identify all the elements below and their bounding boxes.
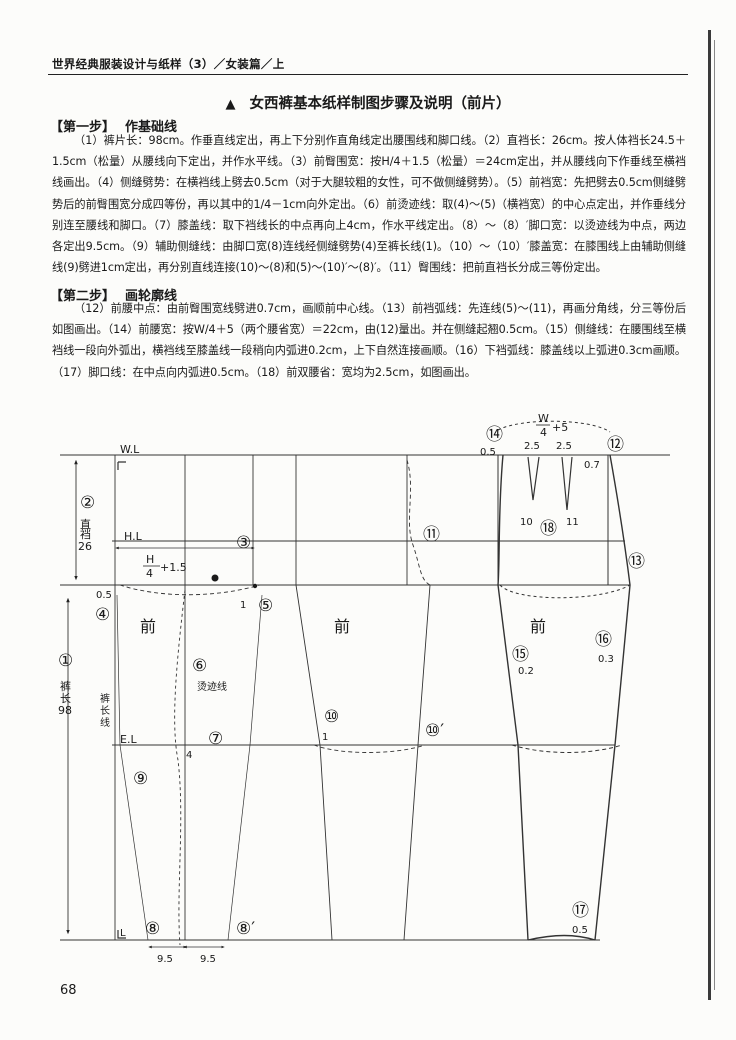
svg-text:98: 98 — [58, 704, 72, 717]
leg-guides — [116, 594, 263, 941]
marker-8: ⑧ — [145, 919, 160, 939]
panel3-lines — [497, 420, 631, 941]
marker-14: ⑭ — [486, 425, 503, 445]
scan-edge-bar — [708, 30, 711, 1000]
marker-10-prime: ⑩′ — [425, 721, 444, 741]
step2-paragraph: （12）前腰中点：由前臀围宽线劈进0.7cm，画顺前中心线。（13）前裆弧线：先… — [52, 302, 686, 379]
svg-text:4: 4 — [540, 426, 547, 439]
marker-2: ② — [80, 493, 95, 513]
step2-heading-bracket: 【第二步】 — [50, 289, 116, 304]
svg-text:0.5: 0.5 — [572, 925, 588, 936]
svg-text:线: 线 — [100, 716, 110, 729]
step1-paragraph: （1）裤片长：98cm。作垂直线定出，再上下分别作直角线定出腰围线和脚口线。（2… — [52, 134, 686, 275]
svg-text:2.5: 2.5 — [556, 441, 572, 452]
crease-dashed-curve — [174, 589, 186, 946]
svg-text:0.3: 0.3 — [598, 654, 614, 665]
step1-heading: 【第一步】作基础线 — [50, 116, 177, 135]
svg-text:1: 1 — [322, 732, 328, 743]
marker-4: ④ — [95, 605, 110, 625]
svg-text:裆: 裆 — [80, 528, 91, 541]
panel2-labels: 前 ⑪ ⑩ ⑩′ 1 — [322, 525, 444, 743]
svg-text:0.7: 0.7 — [584, 460, 600, 471]
svg-text:2.5: 2.5 — [524, 441, 540, 452]
page-number: 68 — [60, 983, 77, 998]
page-title-text: 女西裤基本纸样制图步骤及说明（前片） — [249, 96, 511, 112]
marker-3: ③ — [236, 533, 251, 553]
svg-text:裤: 裤 — [60, 679, 71, 693]
marker-17: ⑰ — [572, 901, 589, 921]
marker-12: ⑫ — [607, 435, 624, 455]
svg-text:4: 4 — [186, 750, 192, 761]
panel2-lines — [295, 455, 431, 941]
header-rule — [48, 74, 688, 75]
marker-18: ⑱ — [540, 519, 557, 539]
marker-10: ⑩ — [324, 707, 339, 727]
crotch-point-dot — [211, 574, 219, 582]
running-title: 世界经典服装设计与纸样（3）／女装篇／上 — [52, 57, 285, 71]
panel3-labels: 前 ⑭ ⑫ W 4 +5 0.5 2.5 2.5 0.7 10 11 ⑱ ⑬ ⑮… — [480, 412, 645, 936]
marker-7: ⑦ — [208, 729, 223, 749]
svg-text:W: W — [538, 412, 549, 425]
svg-text:长: 长 — [100, 705, 110, 717]
step2-heading-name: 画轮廓线 — [125, 289, 178, 304]
triangle-marker: ▲ — [225, 97, 236, 112]
waist-line-label: W.L — [120, 443, 140, 456]
marker-8-prime: ⑧′ — [236, 919, 255, 939]
front-label-2: 前 — [334, 617, 350, 636]
svg-text:烫迹线: 烫迹线 — [197, 680, 227, 693]
hip-line-label: H.L — [124, 530, 143, 543]
crotch-curve-dashed — [119, 584, 261, 596]
marker-11: ⑪ — [423, 525, 440, 545]
page-title: ▲ 女西裤基本纸样制图步骤及说明（前片） — [0, 92, 736, 113]
svg-text:9.5: 9.5 — [157, 954, 173, 965]
svg-text:11: 11 — [566, 517, 579, 528]
svg-text:裤: 裤 — [100, 692, 110, 705]
marker-5: ⑤ — [258, 596, 273, 616]
marker-16: ⑯ — [595, 630, 612, 650]
svg-text:0.5: 0.5 — [480, 447, 496, 458]
panel1-labels: W.L H.L E.L 前 ② 直 裆 26 ① 裤 长 98 裤 长 线 H … — [58, 443, 273, 965]
panel1-lines — [66, 455, 263, 949]
marker-1: ① — [58, 651, 73, 671]
marker-13: ⑬ — [628, 552, 645, 572]
step2-heading: 【第二步】画轮廓线 — [50, 285, 177, 304]
step1-heading-bracket: 【第一步】 — [50, 120, 116, 135]
svg-text:10: 10 — [520, 517, 533, 528]
svg-text:4: 4 — [146, 567, 153, 580]
svg-text:直: 直 — [80, 517, 91, 531]
svg-text:L: L — [120, 928, 126, 939]
scan-edge-line — [714, 40, 715, 990]
knee-line-label: E.L — [120, 733, 137, 746]
svg-text:9.5: 9.5 — [200, 954, 216, 965]
svg-text:1: 1 — [240, 600, 246, 611]
marker-6: ⑥ — [192, 656, 207, 676]
marker-9: ⑨ — [133, 769, 148, 789]
svg-text:+5: +5 — [552, 421, 568, 434]
front-label: 前 — [140, 617, 156, 636]
front-label-3: 前 — [530, 617, 546, 636]
svg-text:0.5: 0.5 — [96, 590, 112, 601]
step1-heading-name: 作基础线 — [125, 120, 178, 135]
svg-text:H: H — [146, 553, 154, 566]
marker-15: ⑮ — [512, 645, 529, 665]
svg-text:长: 长 — [60, 692, 71, 705]
svg-text:+1.5: +1.5 — [160, 561, 187, 574]
svg-text:26: 26 — [78, 540, 92, 553]
svg-text:0.2: 0.2 — [518, 666, 534, 677]
